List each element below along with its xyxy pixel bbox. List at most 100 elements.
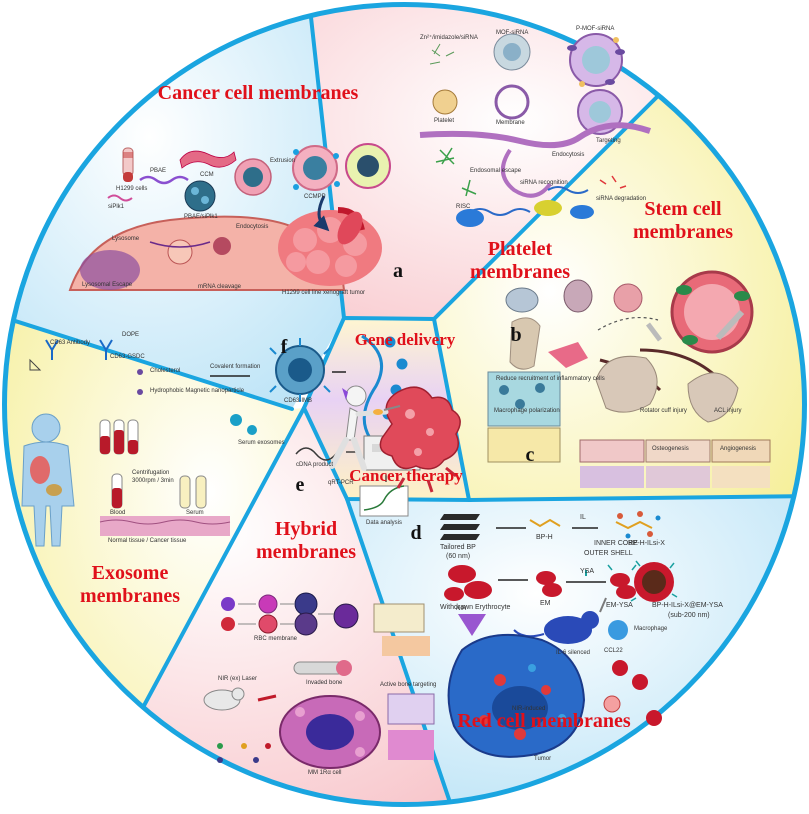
exo-label-data: Data analysis xyxy=(366,520,403,526)
stem-title-line2: membranes xyxy=(633,221,733,243)
hybrid-illustration xyxy=(203,592,435,769)
cancer-label-pbae-siplk1: PBAE/siPlk1 xyxy=(184,214,218,220)
platelet-illustration xyxy=(419,33,651,227)
cancer-label-h1299: H1299 cells xyxy=(116,186,148,192)
cd63-imb-icon xyxy=(269,338,331,402)
hybrid-title-line1: Hybrid xyxy=(274,518,338,540)
bp-h-ilsi-x-em-ysa-particle xyxy=(630,560,678,602)
red-label-outer: OUTER SHELL xyxy=(584,550,633,557)
stem-label-angiogenesis: Angiogenesis xyxy=(720,446,757,452)
exo-label-antibody: CD63 Antibody xyxy=(50,340,91,346)
exo-label-serum-exosomes: Serum exosomes xyxy=(238,440,285,446)
membrane-ring-icon xyxy=(494,84,530,120)
stem-label-osteogenesis: Osteogenesis xyxy=(652,446,689,452)
exo-label-covalent: Covalent formation xyxy=(210,364,261,370)
stem-illustration xyxy=(487,270,771,488)
platelet-sector-title: Platelet membranes xyxy=(450,238,590,284)
exo-label-blood: Blood xyxy=(110,510,126,516)
exosome-sector-title: Exosome membranes xyxy=(60,562,200,608)
hybrid-label-invaded: Invaded bone xyxy=(306,680,343,686)
platelet-label-mof: MOF-siRNA xyxy=(496,30,529,36)
cancer-label-extrusion: Extrusion xyxy=(270,158,296,164)
cd63-antibody-icon xyxy=(45,339,59,360)
red-label-bph: BP-H xyxy=(536,534,553,541)
exo-label-cdna: cDNA product xyxy=(296,462,334,468)
serum-exosome-icon xyxy=(230,414,242,426)
knee-bone-icon xyxy=(509,317,541,370)
platelet-label-targeting: Targeting xyxy=(596,138,621,144)
red-label-ysa: YSA xyxy=(580,568,595,575)
red-label-macrophage: Macrophage xyxy=(634,626,668,632)
exo-label-centrifugation: Centrifugation xyxy=(132,470,170,476)
erythrocyte-icon xyxy=(444,565,492,601)
exo-label-imb: CD63-IMB xyxy=(284,398,313,404)
platelet-label-membrane: Membrane xyxy=(496,120,525,126)
cancer-sector-title: Cancer cell membranes xyxy=(157,82,359,104)
cancer-label-mrna-cleavage: mRNA cleavage xyxy=(198,284,242,290)
nucleus-icon xyxy=(80,250,140,290)
stem-label-rotator: Rotator cuff injury xyxy=(640,408,687,414)
mouse-icon-hybrid xyxy=(203,687,245,711)
platelet-title-line1: Platelet xyxy=(487,238,553,260)
mouse-icon xyxy=(513,597,607,644)
cancer-label-siplk1: siPlk1 xyxy=(108,204,125,210)
cancer-label-lysosomal-escape: Lysosomal Escape xyxy=(82,282,133,288)
exo-label-qpcr: qRT-PCR xyxy=(328,480,354,486)
hybrid-sector-title: Hybrid membranes xyxy=(246,518,366,564)
tumor-cell-icon xyxy=(447,633,586,758)
macrophage-icon xyxy=(608,620,628,640)
platelet-title-line2: membranes xyxy=(470,261,570,283)
red-label-nir: NIR xyxy=(456,606,467,612)
stem-title-line1: Stem cell xyxy=(644,198,722,220)
mm-cell-icon xyxy=(279,695,381,769)
hybrid-label-mm-cell: MM 1Rα cell xyxy=(308,770,342,776)
exo-label-rpm: 3000rpm / 3min xyxy=(132,478,174,484)
cancer-sector-letter: a xyxy=(393,260,403,282)
red-label-60nm: (60 nm) xyxy=(446,553,471,560)
platelet-label-endocytosis: Endocytosis xyxy=(552,152,585,158)
exosome-title-line1: Exosome xyxy=(91,562,169,584)
platelet-label-platelet: Platelet xyxy=(434,118,455,124)
doctor-figure-icon xyxy=(329,385,401,471)
hybrid-title-line2: membranes xyxy=(256,541,356,563)
macrophage-panel xyxy=(487,371,561,427)
data-chart-icon xyxy=(359,485,409,517)
red-label-tailored: Tailored BP xyxy=(440,544,476,551)
bp-h-ilsi-x-icon xyxy=(615,511,661,539)
exosome-title-line2: membranes xyxy=(80,585,180,607)
cancer-label-endocytosis: Endocytosis xyxy=(236,224,269,230)
cancer-illustration xyxy=(68,143,391,291)
exo-label-cholesterol: Cholesterol xyxy=(150,368,181,374)
red-label-nir-induced: NIR-induced xyxy=(512,706,546,712)
endosome-icon xyxy=(501,148,552,198)
ccm-membrane-icon xyxy=(179,150,237,169)
red-label-ccl22: CCL22 xyxy=(604,648,623,654)
platelet-label-risc: RISC xyxy=(456,204,471,210)
cancer-label-lysosome: Lysosome xyxy=(112,236,140,242)
red-label-sub200: (sub-200 nm) xyxy=(668,612,710,619)
platelet-label-zn: Zn²⁺/imidazole/siRNA xyxy=(420,35,478,41)
platelet-label-degradation: siRNA degradation xyxy=(596,196,647,202)
pbae-strand-icon xyxy=(139,175,189,185)
red-label-tumor: Tumor xyxy=(534,756,552,762)
stem-label-recruitment: Reduce recruitment of inflammatory cells xyxy=(496,376,605,382)
pbae-siplk1-particle-icon xyxy=(184,180,216,212)
em-ysa-icon xyxy=(610,573,636,599)
center-title-top: Gene delivery xyxy=(354,330,456,349)
red-illustration xyxy=(440,511,678,758)
shoulder-bone-icon xyxy=(595,309,745,423)
bp-h-icon xyxy=(529,518,561,528)
red-label-il6: IL-6 silenced xyxy=(556,650,591,656)
stem-sector-letter: c xyxy=(525,444,535,466)
red-label-erythrocyte: Withdrawn Erythrocyte xyxy=(440,604,511,611)
platelet-label-recognition: siRNA recognition xyxy=(520,180,568,186)
exo-label-tissue: Normal tissue / Cancer tissue xyxy=(108,538,187,544)
exosome-illustration xyxy=(21,334,421,547)
hybrid-label-active: Active bone targeting xyxy=(380,682,437,688)
hybrid-label-laser: NIR (ex) Laser xyxy=(218,676,258,682)
exo-label-dope: DOPE xyxy=(122,332,140,338)
siplk1-strand-icon xyxy=(107,194,133,202)
bone-icon xyxy=(293,660,352,676)
cancer-label-ccmpp: CCMPP xyxy=(304,194,326,200)
